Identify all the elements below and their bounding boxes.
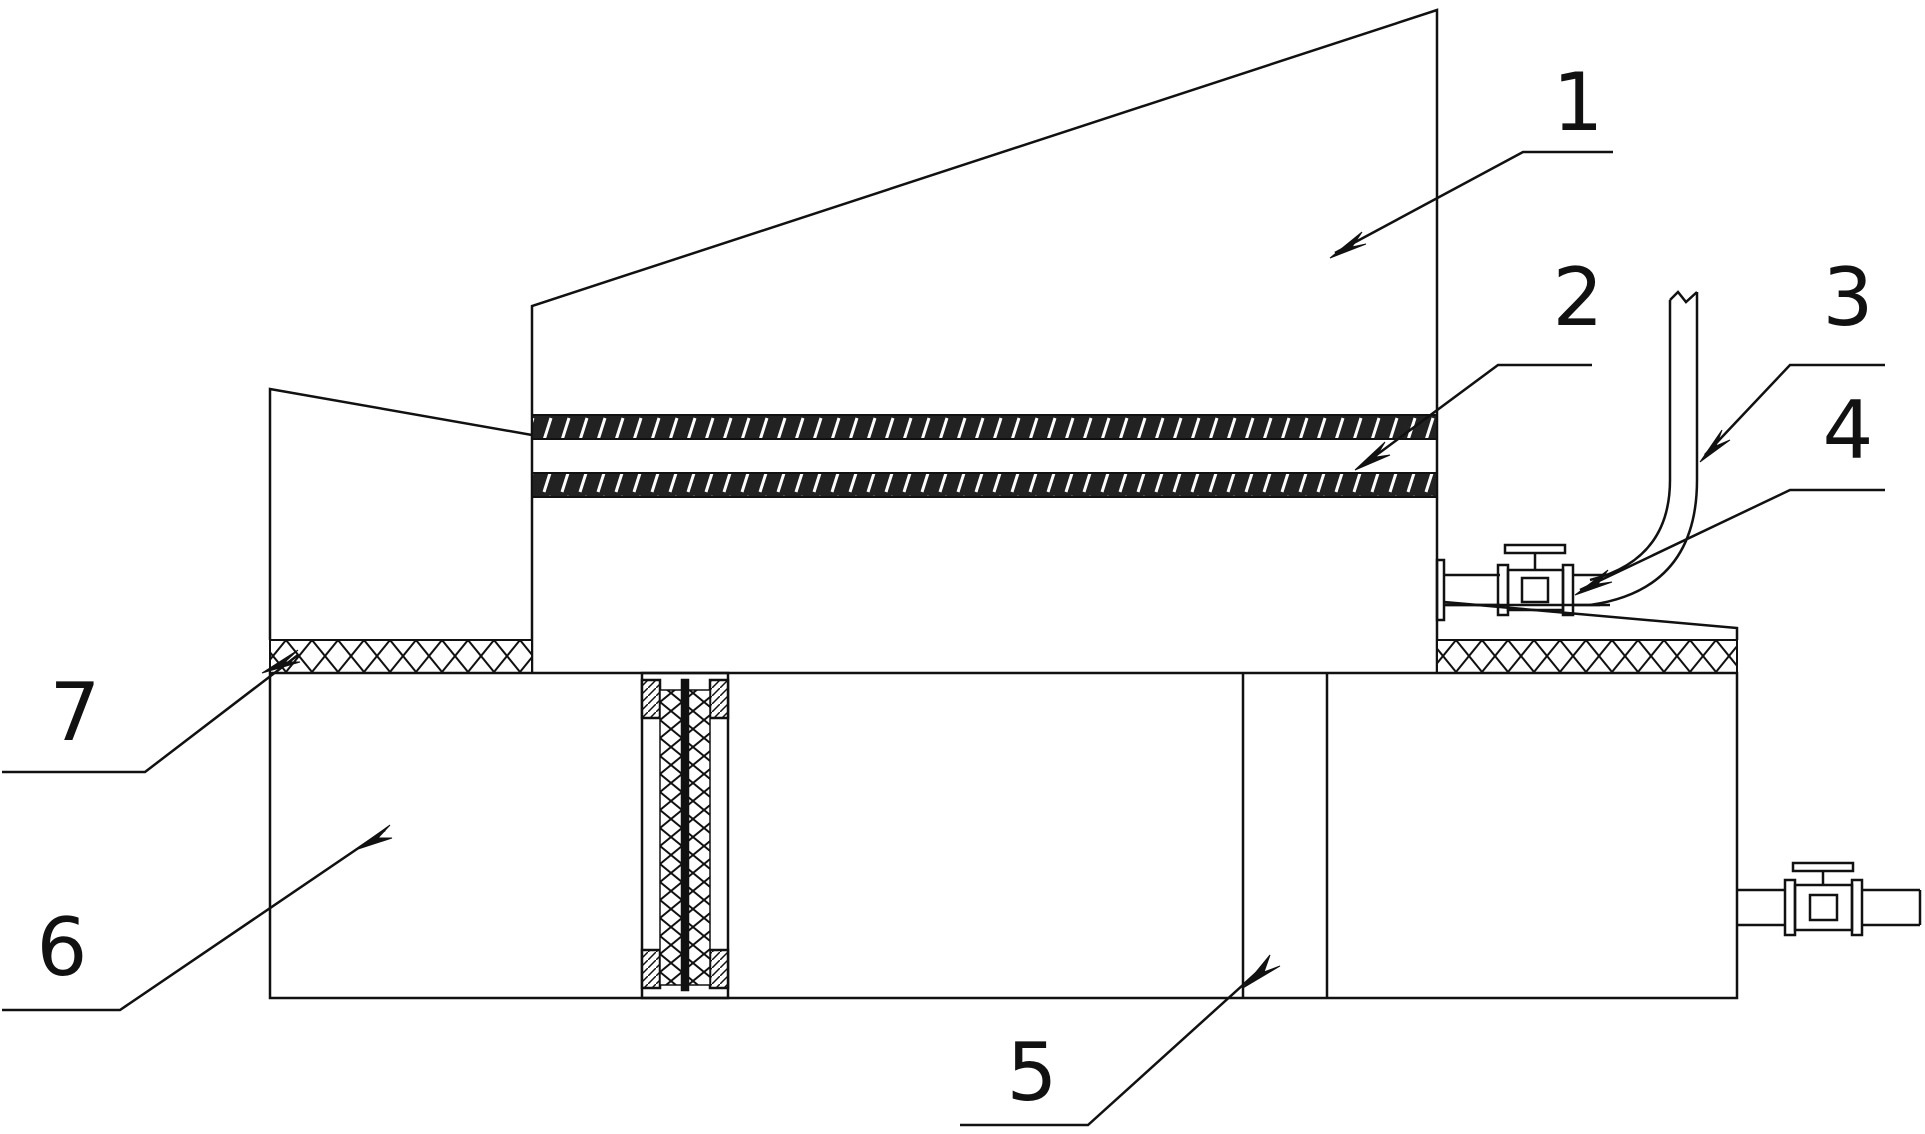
leader-line-1	[1334, 150, 1613, 255]
filter-plate-lower	[531, 472, 1438, 498]
upper-valve-handwheel	[1503, 543, 1567, 555]
hose-inner	[1589, 300, 1672, 582]
hose-outer	[1589, 292, 1699, 607]
part-label-6: 6	[37, 901, 88, 994]
part-label-2: 2	[1553, 251, 1604, 344]
outlet-valve-handwheel	[1791, 861, 1855, 873]
part-label-4: 4	[1823, 384, 1874, 477]
upper-tank-outline	[530, 8, 1439, 673]
arrowhead-4	[1574, 569, 1613, 596]
screen-column-flange-tr	[708, 678, 730, 720]
screen-column-frame	[640, 671, 730, 1000]
leader-line-7	[2, 654, 299, 774]
leader-line-5	[960, 964, 1266, 1127]
arrowhead-5	[1242, 954, 1281, 989]
leader-line-3	[1704, 363, 1885, 456]
leader-line-2	[1362, 363, 1592, 467]
upper-valve-flange-right	[1561, 563, 1575, 617]
screen-column-mesh-right	[687, 689, 711, 986]
leader-line-4	[1579, 488, 1885, 592]
seal-strip-right	[1436, 639, 1738, 674]
part-label-3: 3	[1823, 251, 1874, 344]
arrowhead-6	[354, 824, 393, 851]
screen-column-core	[680, 678, 690, 992]
upper-valve-window	[1520, 576, 1550, 604]
screen-column-flange-br	[708, 948, 730, 990]
part-label-5: 5	[1007, 1026, 1058, 1119]
seal-strip-left	[269, 639, 533, 674]
screen-column-flange-bl	[640, 948, 662, 990]
part-label-1: 1	[1553, 56, 1604, 149]
outlet-valve-window	[1808, 893, 1839, 922]
part-label-7: 7	[50, 666, 101, 759]
leader-line-6	[2, 828, 386, 1012]
outlet-valve-flange-right	[1850, 878, 1864, 937]
screen-column-flange-tl	[640, 678, 662, 720]
arrowhead-7	[261, 649, 301, 674]
outlet-valve-flange-left	[1783, 878, 1797, 937]
arrowhead-3	[1699, 429, 1731, 463]
arrowhead-2	[1354, 441, 1391, 471]
filter-plate-upper	[531, 414, 1438, 440]
outlet-valve-body	[1793, 883, 1854, 932]
screen-column-mesh-left	[659, 689, 683, 986]
left-baffle	[268, 387, 533, 640]
sloped-tray	[1443, 600, 1739, 640]
lower-tank-outline	[268, 671, 1739, 1000]
upper-pipe-flange	[1435, 558, 1446, 622]
arrowhead-1	[1329, 231, 1367, 259]
hose-cut-top	[1669, 290, 1698, 304]
